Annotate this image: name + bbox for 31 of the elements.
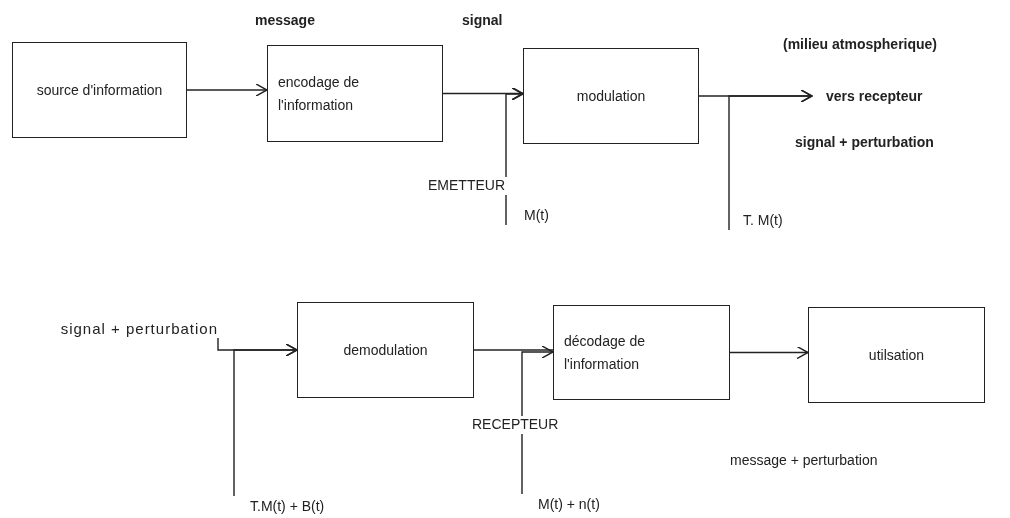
arrow [728, 89, 813, 231]
text-label: message [255, 12, 315, 28]
signal-label: T.M(t) + B(t) [250, 498, 325, 514]
process-box [553, 305, 730, 400]
arrow [233, 343, 298, 497]
signal-label: vers recepteur [826, 88, 923, 104]
signal-label: M(t) + n(t) [538, 496, 600, 512]
process-box [12, 42, 187, 138]
box-label: modulation [575, 86, 647, 106]
process-box [808, 307, 985, 403]
arrow [186, 83, 268, 97]
text-label: RECEPTEUR [472, 416, 559, 432]
arrow [442, 86, 524, 101]
text-label: message + perturbation [730, 452, 878, 468]
signal-label: M(t) [524, 207, 549, 223]
text-label: signal [462, 12, 503, 28]
box-label: demodulation [342, 340, 429, 360]
box-label: décodage de l'information [563, 332, 646, 374]
process-box [297, 302, 474, 398]
text-label: EMETTEUR [428, 177, 505, 193]
text-label: signal + perturbation [795, 134, 934, 150]
signal-label: T. M(t) [743, 212, 783, 228]
arrow [729, 345, 809, 360]
box-label: encodage de l'information [277, 73, 360, 115]
box-label: source d'information [35, 80, 164, 100]
process-box [267, 45, 443, 142]
text-label: (milieu atmospherique) [783, 36, 938, 52]
box-label: utilsation [867, 345, 926, 365]
process-box [523, 48, 699, 144]
arrow [505, 87, 524, 226]
arrow [521, 345, 554, 495]
